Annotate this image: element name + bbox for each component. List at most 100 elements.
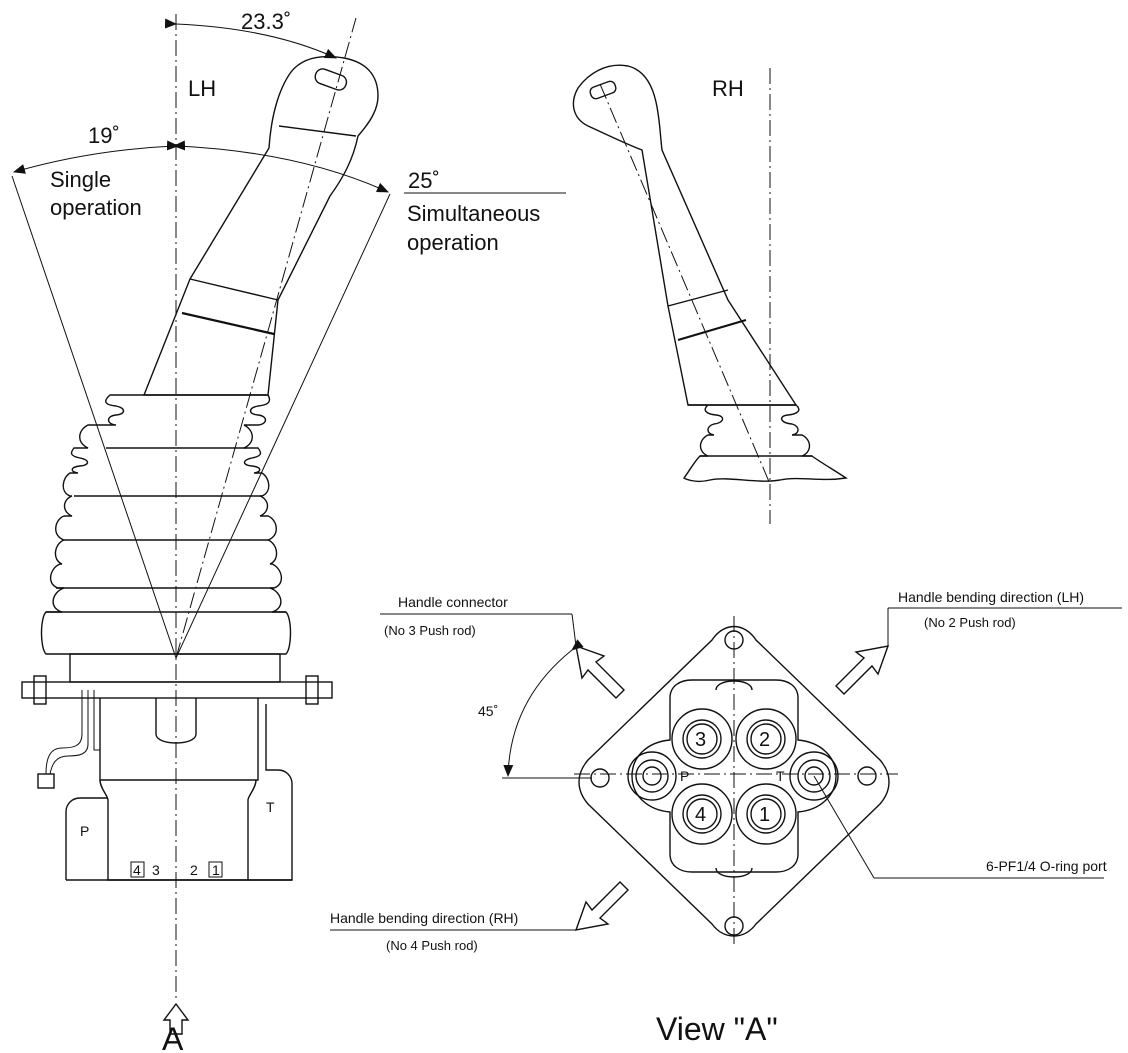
oring-port-label: 6-PF1/4 O-ring port [986,858,1107,874]
bellows-boot [40,394,292,655]
port-num-2: 2 [759,729,770,751]
valve-stem [155,698,197,744]
simultaneous-label-line-1: Simultaneous [407,201,540,226]
push-rod-boss-2-core [750,723,782,755]
lh-label: LH [188,76,216,101]
grip-top-cap-line [278,125,357,137]
port-num-4: 4 [695,804,706,826]
single-label-line-1: Single [50,167,111,192]
view-a-arrow [162,1002,190,1035]
port-p-inner [642,766,662,786]
collar [69,653,281,683]
port-p-block [65,797,108,880]
flange-plate [21,681,333,699]
bending-lh-label: Handle bending direction (LH) [898,589,1084,605]
view-a-letter: A [162,1021,184,1053]
right-grip-band-line-2 [677,318,747,342]
right-grip-band-line-1 [667,289,729,307]
arrow-bending-lh [835,645,890,695]
bending-rh-label: Handle bending direction (RH) [330,910,518,926]
view-a-inner-pocket [631,679,837,873]
angle-23-3-label: 23.3˚ [241,9,291,34]
port-p-outer [627,751,677,801]
view-a-bottom-boss [715,867,753,878]
port-p-mid [635,759,669,793]
no4-push-rod-label: (No 4 Push rod) [386,938,478,953]
port-t-outer [789,751,839,801]
right-bellows-boot [682,404,848,483]
no2-push-rod-label: (No 2 Push rod) [924,615,1016,630]
port-num-3: 3 [695,729,706,751]
right-handle-grip [572,64,798,406]
port-t-label: T [266,799,275,815]
port-t-inner [804,766,824,786]
port-p-label: P [80,823,89,839]
view-a-title: View "A" [656,1011,778,1047]
rh-label: RH [712,76,744,101]
wire-3 [93,690,100,751]
simultaneous-label-line-2: operation [407,230,499,255]
wire-connector [37,773,55,789]
port-t-mid [797,759,831,793]
port-t-block [248,704,293,881]
push-rod-boss-2-inner [746,719,786,759]
push-rod-boss-1-core [750,798,782,830]
base-num-4-box [130,861,145,878]
valve-body-lower [99,779,257,881]
flange-bolt-right [305,675,319,705]
push-rod-boss-4-inner [682,794,722,834]
valve-body-upper [99,698,259,781]
mount-hole-right [857,766,877,786]
angle-arc-45 [503,639,584,777]
leader-handle-connector-drop [571,613,577,647]
right-handle-axis-line [599,83,771,485]
push-rod-boss-3 [671,708,733,770]
single-operation-limit-line [11,175,177,659]
angle-19-label: 19˚ [88,123,120,148]
mount-hole-bottom [724,916,744,936]
view-a-top-boss [715,680,753,691]
push-rod-boss-4 [671,783,733,845]
arrow-bending-rh [574,881,629,931]
left-joystick-view: LH 23.3˚ 19˚ Single operation 25˚ Simult… [11,9,566,1053]
view-a-flange-outline [578,625,890,937]
right-handle-switch [589,80,617,100]
push-rod-boss-3-inner [682,719,722,759]
angle-arc-19 [13,140,186,174]
base-num-3: 3 [152,862,160,878]
handle-connector-label: Handle connector [398,594,508,610]
leader-oring [813,775,875,879]
base-num-4: 4 [133,862,141,878]
base-num-1-box [208,861,223,878]
view-a-port-p-label: P [680,768,689,784]
push-rod-boss-2 [735,708,797,770]
angle-arc-25 [166,140,389,193]
flange-bolt-left [33,675,47,705]
arrow-handle-connector [575,644,625,699]
push-rod-boss-3-core [686,723,718,755]
port-num-1: 1 [759,804,770,826]
angle-arc-23-3 [164,18,337,59]
push-rod-boss-1 [735,783,797,845]
handle-grip [142,55,379,396]
handle-axis-line [175,17,357,659]
view-a: 3 2 4 1 P T 45˚ Handle connector (No 3 P… [330,589,1122,1047]
base-num-2: 2 [190,862,198,878]
single-label-line-2: operation [50,195,142,220]
view-a-port-t-label: T [776,768,785,784]
grip-band-line-1 [189,278,279,301]
simultaneous-operation-limit-line [175,193,391,659]
push-rod-boss-1-inner [746,794,786,834]
mount-hole-top [724,630,744,650]
grip-band-line-2 [181,311,275,336]
wire-1 [45,690,83,775]
angle-25-label: 25˚ [408,168,440,193]
right-joystick-view: RH [572,64,848,524]
push-rod-boss-4-core [686,798,718,830]
wire-2 [49,690,89,775]
angle-45-label: 45˚ [478,703,498,719]
mount-hole-left [590,768,610,788]
base-num-1: 1 [212,862,220,878]
no3-push-rod-label: (No 3 Push rod) [384,623,476,638]
